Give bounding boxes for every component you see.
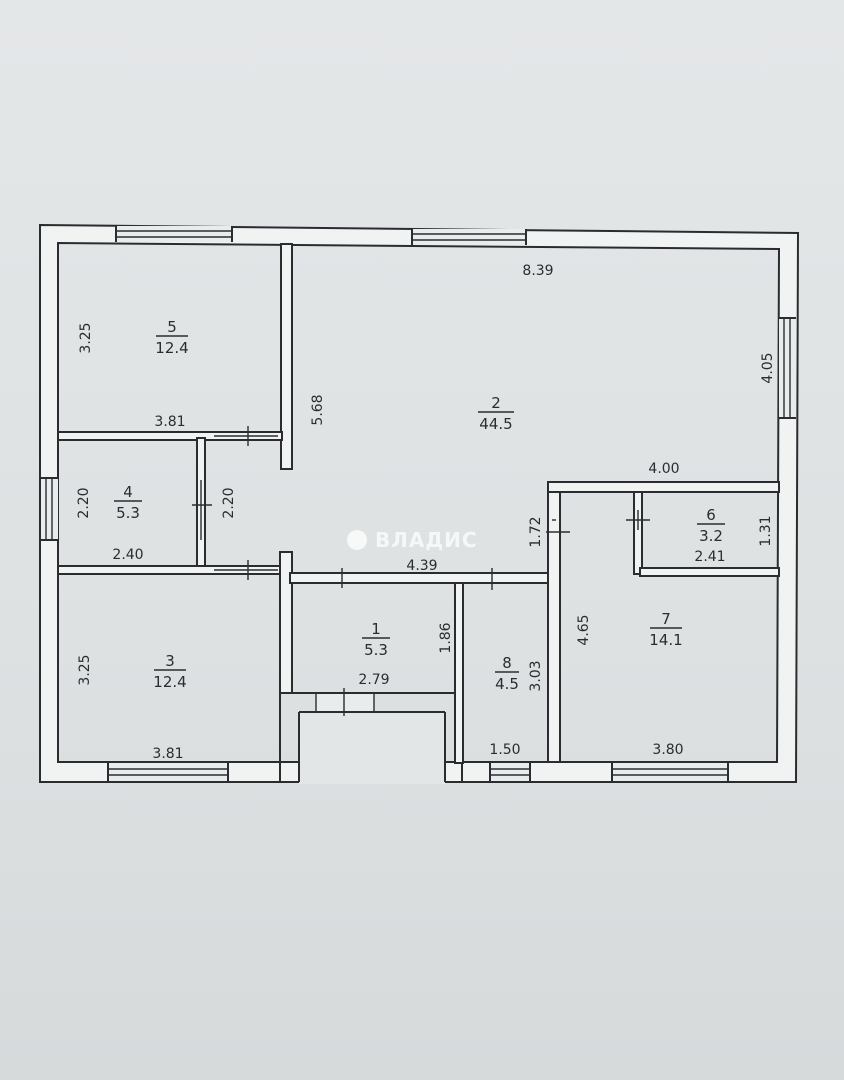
room-7-number: 7 (661, 610, 671, 628)
room-7-label: 7 14.1 (649, 610, 682, 649)
room-3-label: 3 12.4 (153, 652, 186, 691)
room-1-number: 1 (371, 620, 381, 638)
dim-room3-width: 3.81 (152, 746, 183, 762)
dim-partition: 5.68 (310, 394, 326, 425)
dim-corridor-height: 2.20 (221, 487, 237, 518)
room-3-area: 12.4 (153, 673, 186, 691)
dim-room7-height: 4.65 (576, 614, 592, 645)
dim-right-height: 4.05 (760, 352, 776, 383)
room-2-number: 2 (491, 394, 501, 412)
room-5-number: 5 (167, 318, 177, 336)
entrance (279, 688, 463, 784)
room-3-number: 3 (165, 652, 175, 670)
dim-room6-height: 1.31 (758, 515, 774, 546)
room-2-area: 44.5 (479, 415, 512, 433)
dim-room1-height: 1.86 (438, 622, 454, 653)
dim-room4-width: 2.40 (112, 547, 143, 563)
watermark: ВЛАДИС (347, 528, 478, 552)
room-4-label: 4 5.3 (114, 483, 142, 522)
room-labels: 5 12.4 2 44.5 4 5.3 6 3.2 1 5.3 7 14.1 (114, 318, 725, 693)
dim-corridor-width: 4.39 (406, 558, 437, 574)
room-6-label: 6 3.2 (697, 506, 725, 545)
room-6-number: 6 (706, 506, 716, 524)
room-7-area: 14.1 (649, 631, 682, 649)
dim-room5-width: 3.81 (154, 414, 185, 430)
room-2-label: 2 44.5 (478, 394, 514, 433)
room-1-area: 5.3 (364, 641, 388, 659)
room-1-label: 1 5.3 (362, 620, 390, 659)
dim-room4-height: 2.20 (76, 487, 92, 518)
room-4-number: 4 (123, 483, 133, 501)
room-4-area: 5.3 (116, 504, 140, 522)
dim-top-width: 8.39 (522, 263, 553, 279)
dim-room3-height: 3.25 (77, 654, 93, 685)
watermark-text: ВЛАДИС (375, 528, 478, 552)
dim-room7-top-width: 4.00 (648, 461, 679, 477)
dim-room1-width: 2.79 (358, 672, 389, 688)
room-8-area: 4.5 (495, 675, 519, 693)
watermark-logo-icon (347, 530, 367, 550)
dim-corridor-172: 1.72 (528, 516, 544, 547)
door-marks (192, 426, 650, 590)
outer-wall (39, 223, 800, 783)
dimension-labels: 8.39 4.05 3.25 3.81 5.68 2.20 2.40 2.20 … (76, 263, 776, 762)
room-6-area: 3.2 (699, 527, 723, 545)
interior-walls (57, 243, 780, 764)
dim-room8-height: 3.03 (528, 660, 544, 691)
dim-room7-width: 3.80 (652, 742, 683, 758)
room-5-label: 5 12.4 (155, 318, 188, 357)
room-5-area: 12.4 (155, 339, 188, 357)
windows (41, 226, 796, 781)
room-8-label: 8 4.5 (495, 654, 519, 693)
dim-room6-width: 2.41 (694, 549, 725, 565)
dim-room5-height: 3.25 (78, 322, 94, 353)
dim-room8-width: 1.50 (489, 742, 520, 758)
room-8-number: 8 (502, 654, 512, 672)
